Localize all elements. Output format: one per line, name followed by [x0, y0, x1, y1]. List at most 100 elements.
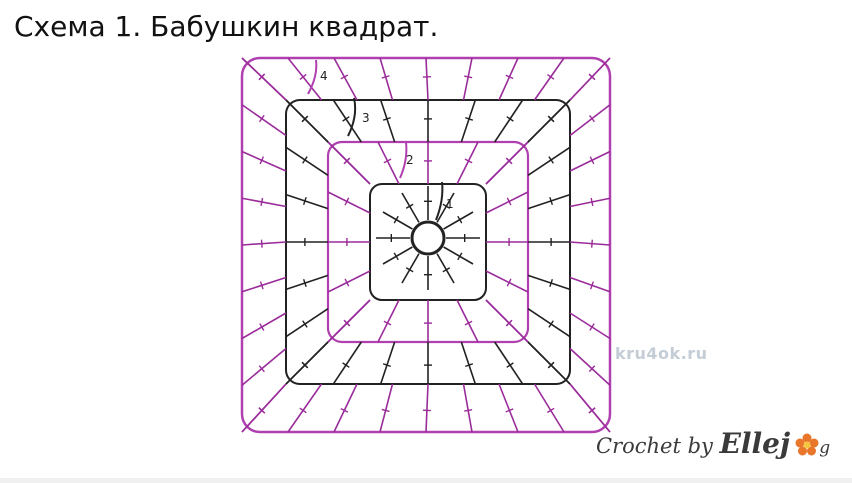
- stitch-crossbar: [343, 319, 351, 327]
- stitch-crossbar: [258, 365, 265, 373]
- stitch-crossbar: [258, 73, 266, 81]
- stitch-crossbar: [342, 116, 350, 122]
- stitch: [327, 191, 371, 214]
- stitch-crossbar: [589, 156, 595, 165]
- stitch: [327, 270, 371, 293]
- stitch: [533, 383, 565, 433]
- stitch-crossbar: [260, 197, 264, 207]
- crochet-granny-square-diagram: 1 2 3 4: [240, 56, 612, 434]
- stitch: [443, 246, 474, 265]
- stitch-crossbar: [301, 115, 309, 123]
- stitch-crossbar: [260, 239, 263, 248]
- stitch-crossbar: [299, 73, 307, 80]
- stitch: [569, 150, 611, 172]
- stitch-crossbar: [464, 158, 473, 164]
- stitch: [527, 146, 571, 176]
- stitch: [527, 274, 571, 291]
- stitch: [241, 150, 287, 172]
- brand-signature: Crochet by Ellej g: [596, 427, 830, 460]
- brand-text-crochet-by: Crochet by: [596, 434, 720, 458]
- stitch: [241, 241, 287, 246]
- stitch: [527, 308, 571, 338]
- stitch: [527, 341, 571, 385]
- stitch-crossbar: [505, 319, 513, 327]
- stitch: [332, 341, 362, 385]
- stitch-crossbar: [505, 74, 514, 80]
- stitch: [569, 57, 611, 101]
- stitch-crossbar: [589, 281, 595, 290]
- stitch: [241, 312, 287, 340]
- stitch-crossbar: [589, 114, 595, 123]
- stitch: [333, 57, 358, 101]
- stitch-crossbar: [465, 116, 474, 121]
- stitch: [285, 99, 329, 143]
- stitch: [569, 104, 611, 137]
- stitch-crossbar: [457, 215, 463, 224]
- stitch: [485, 191, 529, 214]
- row-1-start-marker: [435, 181, 444, 221]
- stitch-crossbar: [588, 365, 596, 373]
- stitch: [377, 299, 400, 343]
- stitch: [401, 192, 420, 223]
- stitch-crossbar: [506, 278, 512, 287]
- flower-icon: [795, 433, 819, 456]
- stitch-crossbar: [546, 407, 555, 414]
- stitch-crossbar: [340, 408, 349, 413]
- stitch-crossbar: [464, 75, 473, 79]
- stitch-crossbar: [344, 278, 350, 287]
- stitch-crossbar: [301, 361, 309, 369]
- stitch-crossbar: [457, 252, 463, 261]
- stitch-crossbar: [259, 323, 265, 331]
- stitch-crossbar: [591, 239, 593, 248]
- row-label-2: 2: [406, 153, 414, 167]
- stitch: [285, 146, 329, 176]
- stitch: [401, 253, 420, 284]
- stitch-crossbar: [548, 320, 554, 328]
- center-ring: [410, 220, 446, 256]
- stitch: [241, 276, 287, 293]
- stitch: [569, 312, 611, 340]
- stitch-crossbar: [464, 320, 473, 326]
- stitch: [285, 274, 329, 291]
- stitch: [327, 141, 371, 185]
- stitch-crossbar: [588, 407, 596, 414]
- stitch-crossbar: [382, 116, 391, 121]
- stitch-crossbar: [505, 408, 514, 413]
- stitch: [382, 246, 413, 265]
- stitch-crossbar: [259, 281, 264, 290]
- stitch: [460, 341, 477, 385]
- stitch: [425, 383, 429, 433]
- stitch-crossbar: [505, 157, 513, 165]
- stitch: [436, 253, 455, 284]
- stitch-crossbar: [340, 74, 349, 80]
- stitch-crossbar: [547, 115, 555, 123]
- row-label-1: 1: [446, 197, 454, 211]
- stitch-crossbar: [549, 279, 554, 288]
- stitch: [569, 276, 611, 293]
- stitch: [241, 383, 287, 433]
- stitch: [379, 383, 394, 433]
- stitch: [425, 57, 429, 101]
- stitch: [527, 193, 571, 210]
- stitch-crossbar: [344, 197, 350, 206]
- stitch-crossbar: [547, 361, 555, 369]
- stitch: [379, 99, 396, 143]
- stitch: [527, 99, 571, 143]
- stitch-crossbar: [464, 409, 473, 412]
- stitch: [287, 57, 323, 101]
- stitch: [569, 241, 611, 246]
- stitch: [327, 299, 371, 343]
- stitch: [498, 383, 519, 433]
- stitch: [241, 104, 287, 137]
- stitch: [460, 99, 477, 143]
- stitch-crossbar: [465, 363, 474, 368]
- stitch-crossbar: [442, 267, 451, 273]
- stitch-crossbar: [393, 215, 399, 224]
- stitch: [569, 383, 611, 433]
- stitch: [485, 299, 529, 343]
- row-3-start-marker: [347, 97, 357, 137]
- stitch-crossbar: [302, 279, 307, 288]
- stitch-crossbar: [405, 267, 414, 273]
- stitch: [494, 341, 524, 385]
- stitch: [382, 211, 413, 230]
